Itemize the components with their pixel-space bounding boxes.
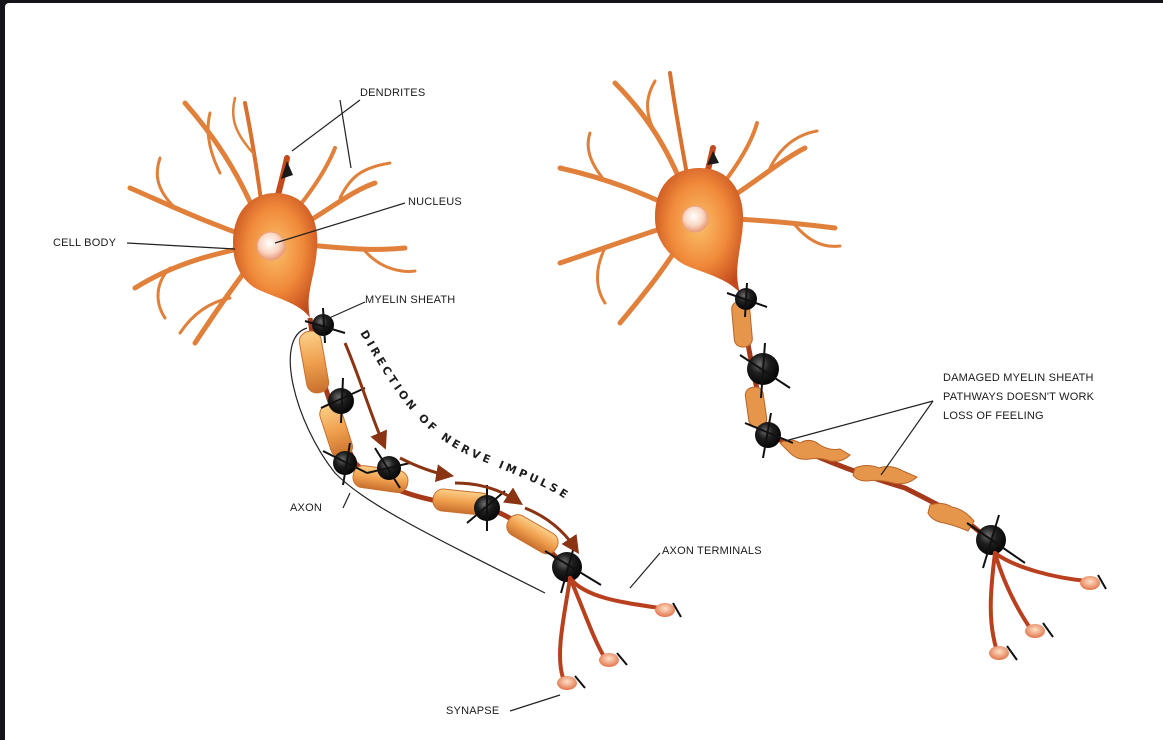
leader-lines (127, 100, 660, 711)
label-myelin-sheath: MYELIN SHEATH (365, 291, 455, 309)
damage-annotation: DAMAGED MYELIN SHEATH PATHWAYS DOESN'T W… (943, 369, 1094, 426)
damage-line-1: DAMAGED MYELIN SHEATH (943, 369, 1094, 388)
label-axon-terminals: AXON TERMINALS (662, 542, 762, 560)
nucleus (257, 232, 285, 260)
damage-line-2: PATHWAYS DOESN'T WORK (943, 388, 1094, 407)
synapse-terminals (557, 603, 681, 690)
damaged-neuron (560, 73, 1106, 660)
label-synapse: SYNAPSE (446, 702, 499, 720)
myelin-sheath-segments (298, 330, 562, 558)
diagram-canvas: DIRECTION OF NERVE IMPULSE (5, 3, 1163, 740)
label-dendrites: DENDRITES (360, 84, 425, 102)
damage-leader-lines (785, 401, 933, 475)
damaged-myelin-segments (731, 300, 974, 531)
damage-line-3: LOSS OF FEELING (943, 407, 1094, 426)
damaged-nucleus (682, 206, 708, 232)
label-cell-body: CELL BODY (53, 234, 116, 252)
healthy-neuron: DIRECTION OF NERVE IMPULSE (127, 98, 681, 711)
label-nucleus: NUCLEUS (408, 193, 462, 211)
label-axon: AXON (290, 499, 322, 517)
